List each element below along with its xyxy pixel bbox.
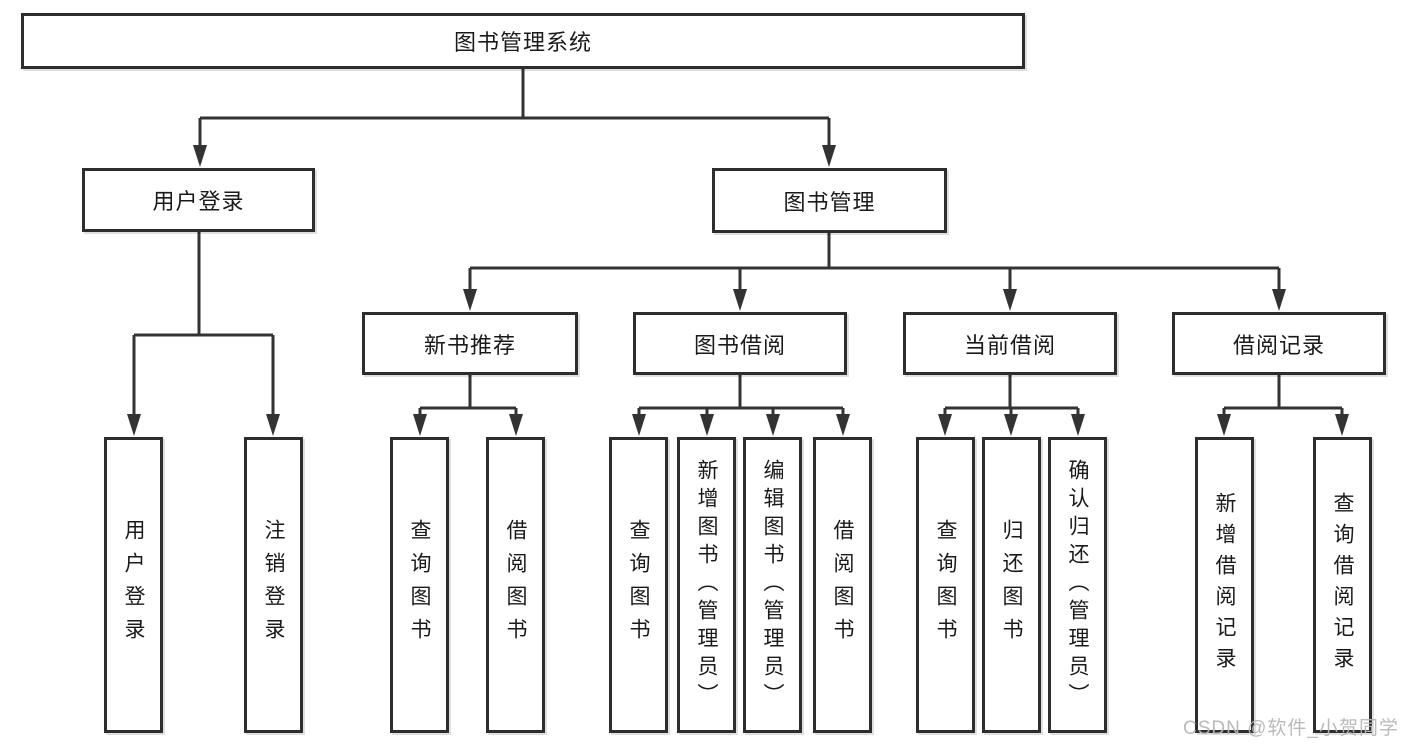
node-leaf-confirm-return-admin: 确认归还（管理员） (1048, 437, 1107, 733)
node-leaf-add-book-admin: 新增图书（管理员） (677, 437, 736, 733)
node-label: 用户登录 (152, 189, 245, 214)
node-new-book-recommend: 新书推荐 (362, 312, 578, 375)
node-leaf-add-borrow-record: 新增借阅记录 (1195, 437, 1254, 733)
node-borrow-record: 借阅记录 (1172, 312, 1386, 375)
node-current-borrow: 当前借阅 (903, 312, 1117, 375)
node-label: 新增借阅记录 (1213, 492, 1236, 678)
node-label: 新增图书（管理员） (695, 459, 718, 711)
node-label: 查询图书 (627, 519, 650, 651)
node-label: 确认归还（管理员） (1066, 459, 1089, 711)
node-label: 查询图书 (934, 519, 957, 651)
node-label: 借阅图书 (831, 519, 854, 651)
node-label: 借阅图书 (504, 519, 527, 651)
node-label: 当前借阅 (963, 332, 1056, 358)
node-label: 新书推荐 (423, 332, 516, 358)
node-book-management: 图书管理 (712, 168, 947, 233)
node-book-borrow: 图书借阅 (633, 312, 847, 375)
node-label: 图书管理 (783, 189, 876, 215)
node-label: 编辑图书（管理员） (761, 459, 784, 711)
node-label: 用户登录 (122, 519, 145, 651)
node-label: 查询借阅记录 (1331, 492, 1354, 678)
node-leaf-query-books-borrow: 查询图书 (609, 437, 668, 733)
node-leaf-logout: 注销登录 (244, 437, 303, 733)
node-user-login: 用户登录 (82, 168, 315, 232)
node-root-library-system: 图书管理系统 (21, 13, 1025, 69)
node-leaf-query-borrow-record: 查询借阅记录 (1313, 437, 1372, 733)
node-label: 图书管理系统 (453, 30, 592, 55)
node-leaf-query-books-recommend: 查询图书 (390, 437, 449, 733)
node-leaf-return-book: 归还图书 (982, 437, 1041, 733)
csdn-watermark: CSDN @软件_小贺同学 (1183, 718, 1399, 739)
node-label: 归还图书 (1000, 519, 1023, 651)
node-leaf-borrow-books: 借阅图书 (813, 437, 872, 733)
node-leaf-borrow-books-recommend: 借阅图书 (486, 437, 545, 733)
node-label: 图书借阅 (693, 332, 786, 358)
node-leaf-query-books-current: 查询图书 (916, 437, 975, 733)
node-leaf-user-login: 用户登录 (104, 437, 163, 733)
node-label: 借阅记录 (1232, 332, 1325, 358)
arrowheads (127, 145, 1349, 436)
node-leaf-edit-book-admin: 编辑图书（管理员） (743, 437, 802, 733)
node-label: 注销登录 (262, 519, 285, 651)
node-label: 查询图书 (408, 519, 431, 651)
